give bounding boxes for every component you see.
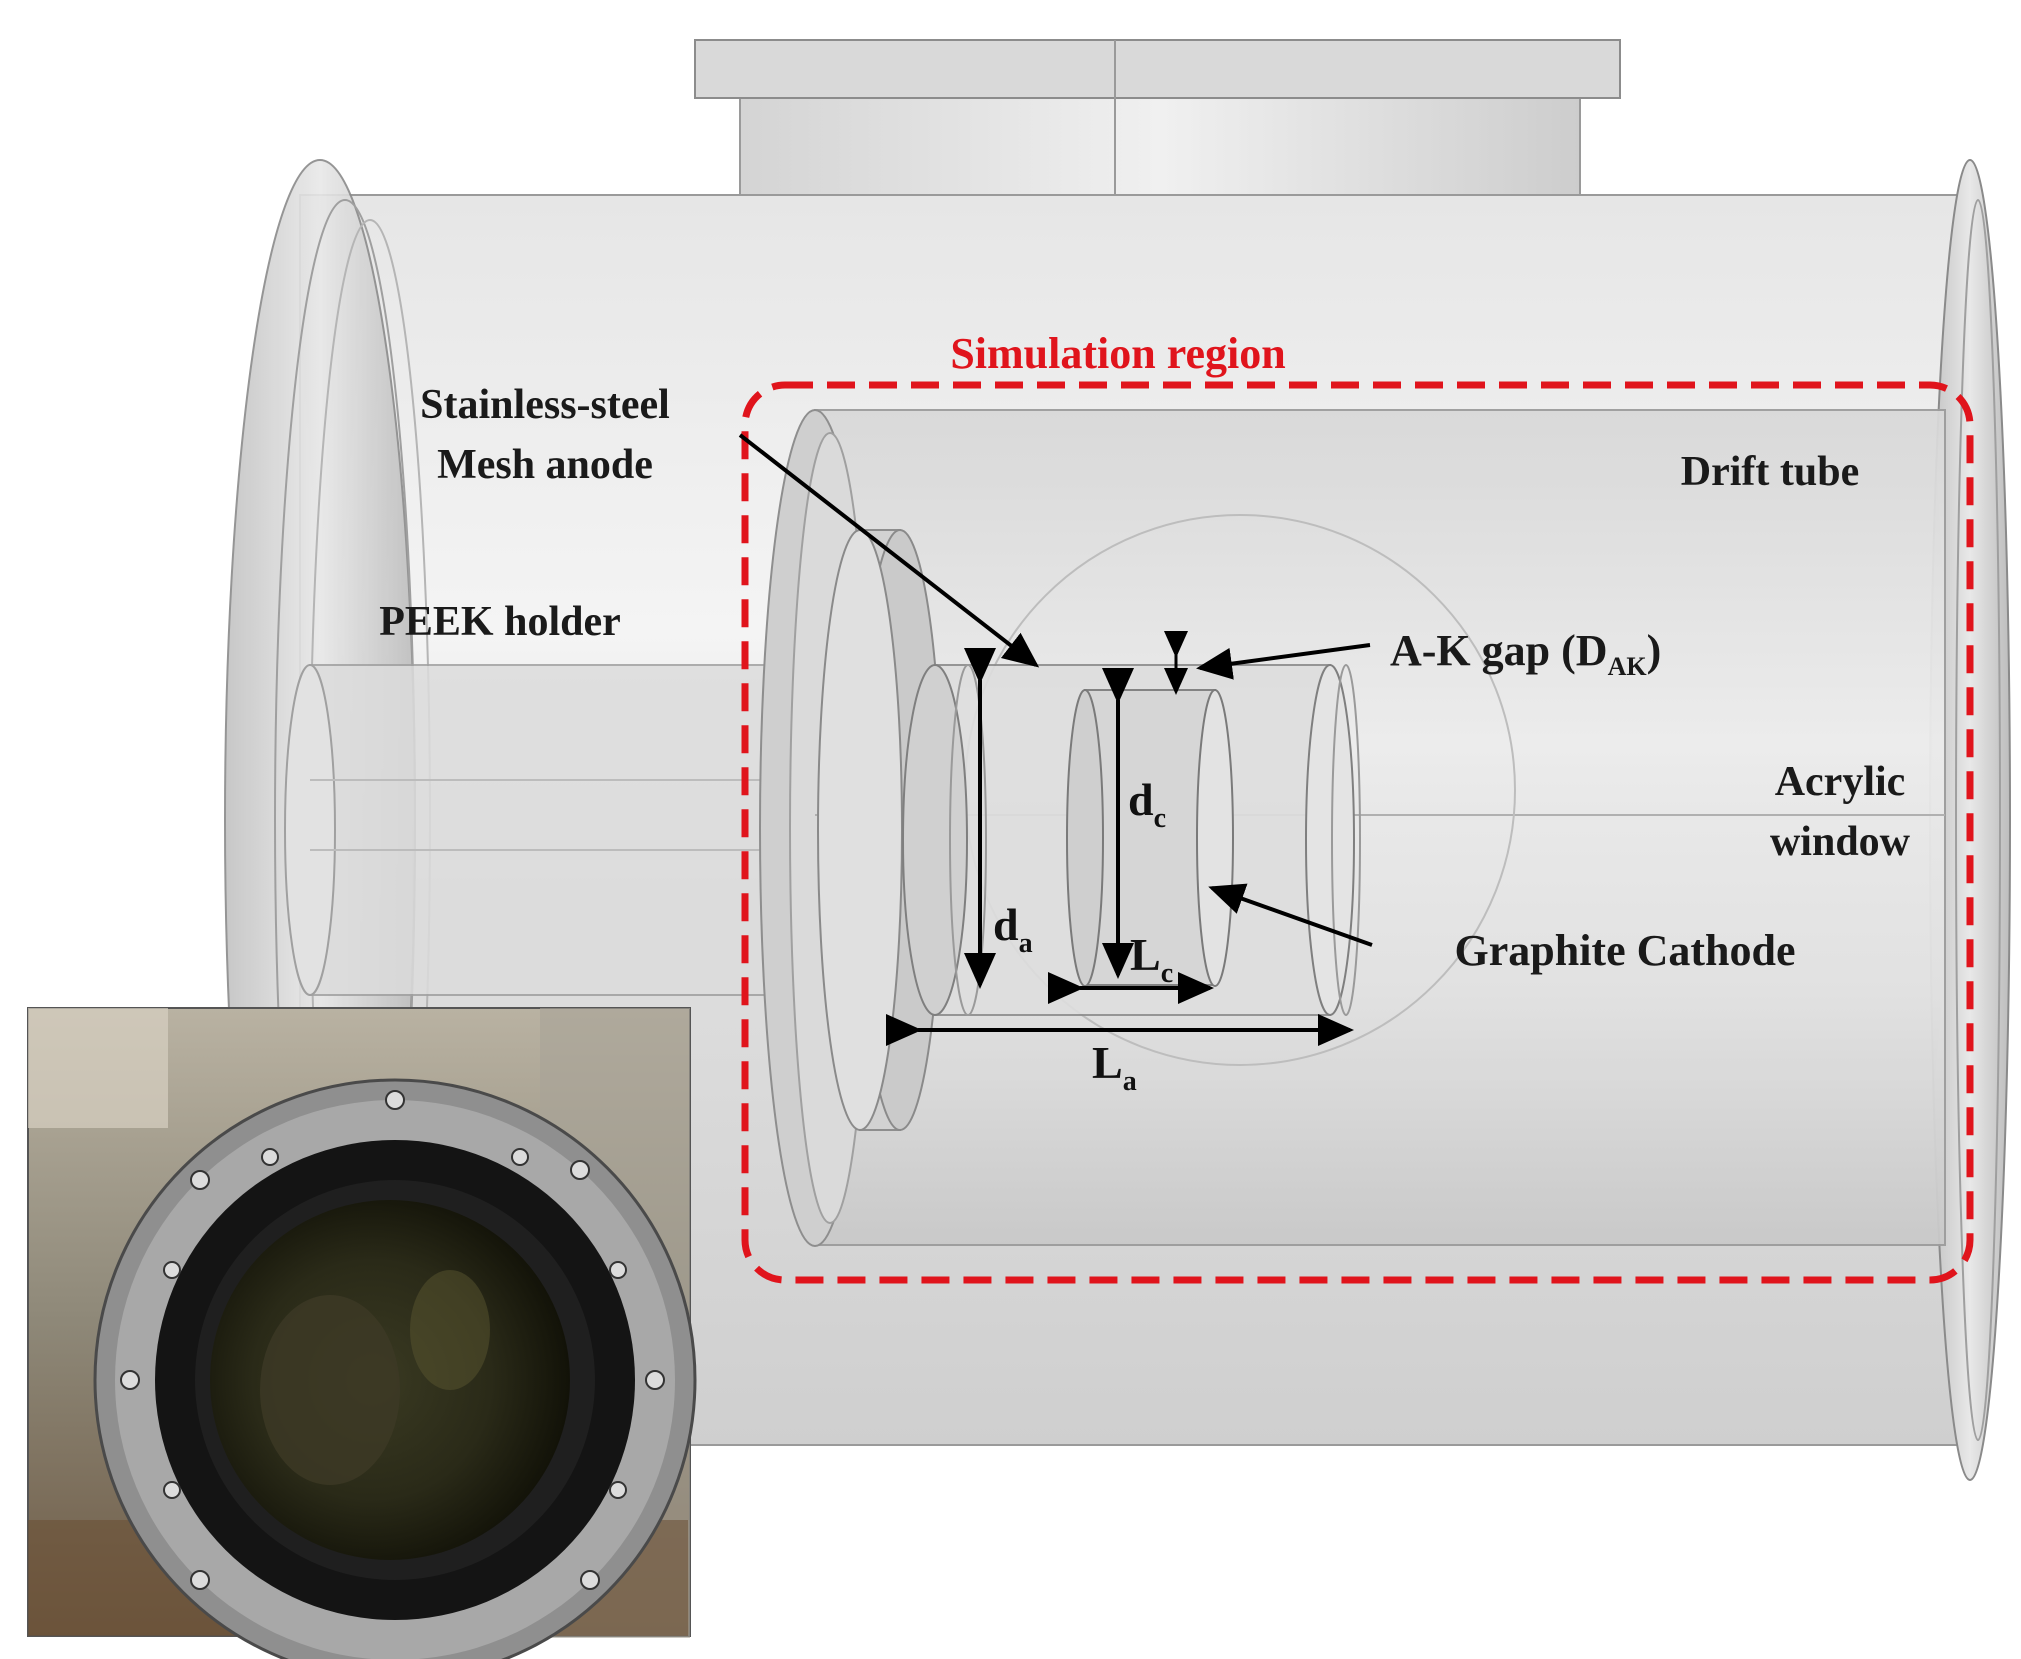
ak-gap-label: A-K gap (DAK): [1390, 626, 1661, 681]
da-symbol: da: [993, 899, 1033, 959]
simulation-region-outline: [741, 381, 1974, 1284]
graphite-cathode-label: Graphite Cathode: [1455, 926, 1796, 975]
la-symbol: La: [1092, 1037, 1137, 1097]
mesh-anode-label-line1: Stainless-steel: [420, 382, 670, 428]
drift-tube: [759, 409, 1946, 1247]
lc-symbol: Lc: [1130, 929, 1173, 989]
cathode-leader-arrow: [1208, 883, 1373, 947]
inset-photo-chamber-window: [27, 1007, 697, 1659]
mesh-anode-label-line2: Mesh anode: [437, 442, 653, 488]
ak-gap-leader-arrow: [1196, 643, 1371, 680]
drift-tube-label: Drift tube: [1681, 449, 1859, 495]
acrylic-window-label-line2: window: [1770, 819, 1911, 865]
acrylic-window-label-line1: Acrylic: [1775, 759, 1906, 805]
mesh-anode-leader-arrow: [738, 433, 1040, 668]
simulation-region-label: Simulation region: [950, 329, 1285, 378]
peek-holder-label: PEEK holder: [379, 599, 621, 645]
dc-symbol: dc: [1128, 774, 1166, 834]
